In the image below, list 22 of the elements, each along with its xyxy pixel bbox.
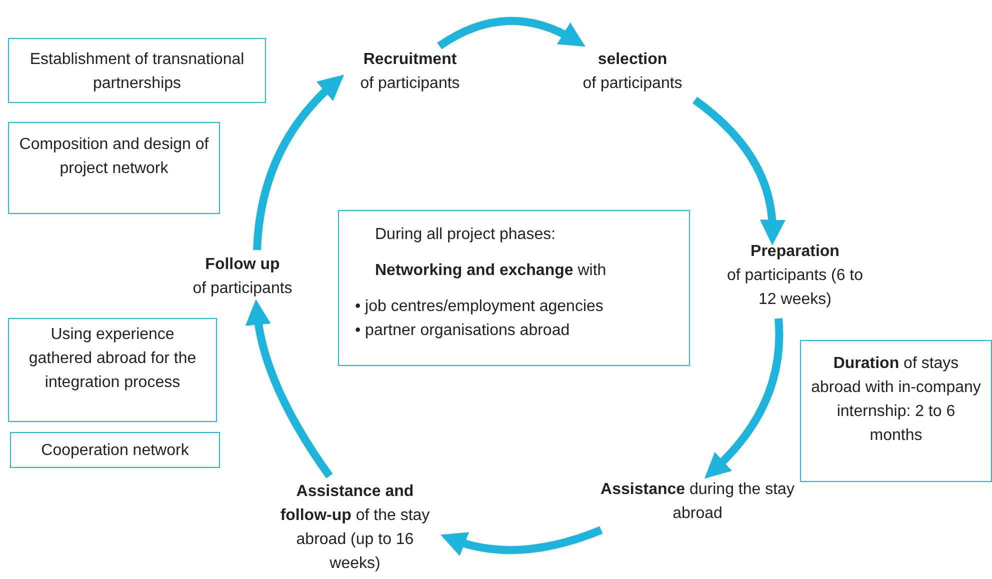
cycle-arrow [692,96,785,246]
info-box [338,210,690,366]
phase-label: Assistance and follow-up of the stay abroad (up to 16 weeks) [280,480,430,579]
bullet-item: • partner organisations abroad [355,321,570,341]
info-box: Composition and design of project network [8,122,220,214]
bullet-item: • job centres/employment agencies [355,297,604,317]
info-box: Cooperation network [10,432,220,468]
info-box: Using experience gathered abroad for the integration process [8,318,217,422]
phase-label: selection of participants [560,48,705,98]
cycle-arrow [440,526,603,556]
cycle-arrow [704,318,784,479]
box-text: Networking and exchange with [375,261,606,281]
phase-label: Assistance during the stay abroad [595,478,800,528]
info-box: Duration of stays abroad with in-company internship: 2 to 6 months [800,340,992,482]
info-box: Establishment of transnational partnerships [8,38,266,103]
cycle-arrow [437,17,586,50]
box-heading: During all project phases: [375,225,556,245]
cycle-arrow [246,299,333,478]
cycle-arrow [253,74,344,250]
phase-label: Recruitment of participants [340,48,480,98]
phase-label: Preparation of participants (6 to 12 weeks) [720,240,870,314]
phase-label: Follow up of participants [170,253,315,303]
